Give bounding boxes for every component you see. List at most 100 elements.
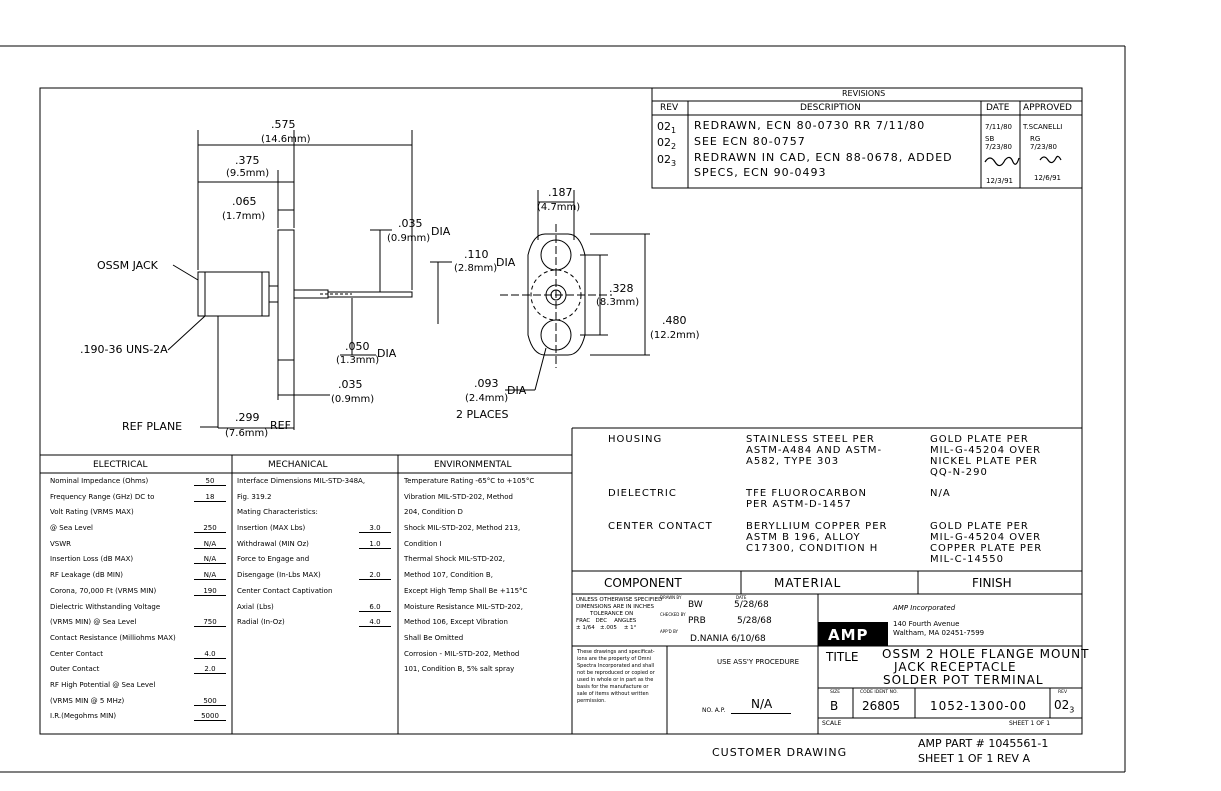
spec-value: 250 — [194, 524, 226, 534]
rev-approved-3: 12/6/91 — [1034, 174, 1061, 182]
dim-299: .299 — [235, 411, 260, 424]
dia-label-2: DIA — [496, 256, 516, 269]
spec-row: Dielectric Withstanding Voltage — [50, 603, 230, 619]
spec-label: Corrosion - MIL-STD-202, Method — [404, 649, 520, 658]
spec-row: Method 107, Condition B, — [404, 571, 570, 587]
no-ap-line — [731, 713, 791, 714]
spec-value: 190 — [194, 587, 226, 596]
dim-110: .110 — [464, 248, 489, 261]
spec-label: Vibration MIL-STD-202, Method — [404, 492, 513, 501]
title-label: TITLE — [826, 650, 859, 664]
spec-value: N/A — [194, 555, 226, 565]
spec-label: Method 106, Except Vibration — [404, 618, 508, 627]
spec-label: 101, Condition B, 5% salt spray — [404, 665, 515, 674]
finish-dielectric: N/A — [930, 488, 951, 499]
rev-approved-2b: 7/23/80 — [1030, 143, 1057, 151]
spec-row: Contact Resistance (Milliohms MAX) — [50, 634, 230, 650]
description-header: DESCRIPTION — [800, 103, 861, 113]
dim-050: .050 — [345, 340, 370, 353]
spec-value: 1.0 — [359, 540, 391, 549]
amp-logo: AMP — [828, 626, 869, 644]
spec-label: 204, Condition D — [404, 508, 463, 517]
amp-logo-box — [818, 622, 888, 646]
spec-label: Outer Contact — [50, 665, 100, 674]
dim-093-mm: (2.4mm) — [465, 393, 509, 404]
customer-drawing-label: CUSTOMER DRAWING — [712, 746, 848, 759]
checked-date: 5/28/68 — [737, 616, 772, 626]
dim-375-mm: (9.5mm) — [226, 168, 270, 179]
spec-value: 6.0 — [359, 603, 391, 612]
spec-row: Temperature Rating -65°C to +105°C — [404, 477, 570, 493]
size-value: B — [830, 699, 839, 713]
spec-row: Mating Characteristics: — [237, 508, 395, 524]
tolerance-note: UNLESS OTHERWISE SPECIFIED DIMENSIONS AR… — [576, 597, 663, 631]
spec-row: Nominal Impedance (Ohms) 50 — [50, 477, 230, 493]
drawn-by-label: DRAWN BY — [660, 595, 682, 600]
rev-label: REV — [1058, 690, 1068, 695]
header-material: MATERIAL — [774, 576, 842, 590]
thread-label: .190-36 UNS-2A — [80, 343, 168, 356]
spec-row: Vibration MIL-STD-202, Method — [404, 493, 570, 509]
spec-value: N/A — [194, 571, 226, 581]
spec-label: Disengage (In-Lbs MAX) — [237, 571, 321, 580]
spec-label: Insertion (MAX Lbs) — [237, 524, 306, 533]
no-ap-label: NO. A.P. — [702, 707, 726, 714]
dim-065-mm: (1.7mm) — [222, 211, 266, 222]
spec-row: @ Sea Level 250 — [50, 524, 230, 540]
front-view-outline — [500, 190, 650, 391]
approved-header: APPROVED — [1023, 103, 1072, 113]
rev-date-2a: SB — [985, 135, 995, 143]
rev-date-3: 12/3/91 — [986, 177, 1013, 185]
spec-value: 50 — [194, 477, 226, 486]
rev-row-3: 023 — [657, 153, 677, 169]
spec-label: Corona, 70,000 Ft (VRMS MIN) — [50, 586, 157, 595]
spec-row: 204, Condition D — [404, 508, 570, 524]
spec-label: RF High Potential @ Sea Level — [50, 680, 156, 689]
drawn-by: BW — [688, 600, 703, 610]
spec-row: Center Contact Captivation — [237, 587, 395, 603]
spec-row: Corona, 70,000 Ft (VRMS MIN) 190 — [50, 587, 230, 603]
spec-row: Shall Be Omitted — [404, 634, 570, 650]
dim-328-mm: (8.3mm) — [596, 297, 640, 308]
spec-row: VSWR N/A — [50, 540, 230, 556]
dim-093: .093 — [474, 377, 499, 390]
rev-date-1: 7/11/80 — [985, 123, 1012, 131]
spec-value: 4.0 — [194, 650, 226, 659]
spec-label: Center Contact Captivation — [237, 586, 333, 595]
proprietary-notice: These drawings and specificat-ions are t… — [577, 649, 655, 704]
approved-label: APP'D BY — [660, 629, 678, 634]
ossm-jack-label: OSSM JACK — [97, 259, 158, 272]
ref-plane-label: REF PLANE — [122, 420, 183, 433]
spec-label: (VRMS MIN @ 5 MHz) — [50, 696, 125, 705]
drawing-number: 1052-1300-00 — [930, 699, 1028, 713]
dim-187: .187 — [548, 186, 573, 199]
spec-label: VSWR — [50, 539, 72, 548]
dim-035a: .035 — [398, 217, 423, 230]
spec-row: Moisture Resistance MIL-STD-202, — [404, 603, 570, 619]
spec-label: Nominal Impedance (Ohms) — [50, 477, 149, 485]
code-ident-value: 26805 — [862, 699, 901, 713]
rev-value: 023 — [1054, 698, 1075, 715]
spec-value: 5000 — [194, 712, 226, 722]
spec-row: RF High Potential @ Sea Level — [50, 681, 230, 697]
rev-date-2b: 7/23/80 — [985, 143, 1012, 151]
rev-approved-1: T.SCANELLI — [1023, 123, 1063, 131]
spec-row: Withdrawal (MIN Oz)1.0 — [237, 540, 395, 556]
spec-row: Corrosion - MIL-STD-202, Method — [404, 650, 570, 666]
spec-value: N/A — [194, 540, 226, 549]
spec-label: RF Leakage (dB MIN) — [50, 571, 123, 580]
spec-label: Fig. 319.2 — [237, 492, 272, 501]
spec-row: Method 106, Except Vibration — [404, 618, 570, 634]
company-address-1: 140 Fourth Avenue — [893, 620, 960, 628]
dim-110-mm: (2.8mm) — [454, 263, 498, 274]
environmental-spec-list: Temperature Rating -65°C to +105°C Vibrat… — [404, 477, 570, 681]
spec-label: Dielectric Withstanding Voltage — [50, 602, 161, 611]
checked-label: CHECKED BY — [660, 612, 686, 617]
spec-label: Temperature Rating -65°C to +105°C — [404, 477, 535, 485]
checked-by: PRB — [688, 616, 706, 626]
scale-label: SCALE — [822, 720, 842, 727]
spec-label: @ Sea Level — [50, 524, 93, 533]
spec-value: 2.0 — [359, 571, 391, 581]
dim-299-mm: (7.6mm) — [225, 428, 269, 439]
